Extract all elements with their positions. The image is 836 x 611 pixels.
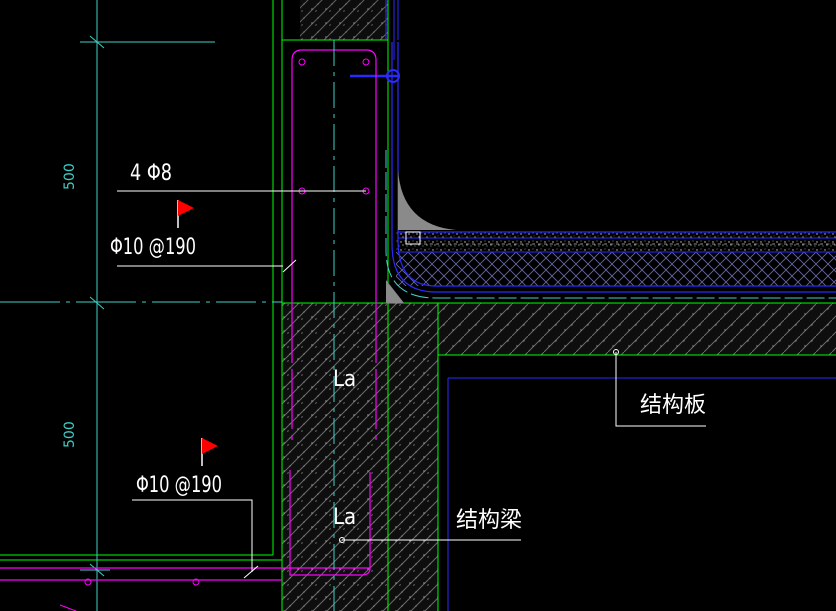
beam-leader-dot: [339, 537, 345, 543]
dimension-500-upper: 500: [62, 163, 78, 190]
dimension-500-lower: 500: [62, 421, 78, 448]
slab-label: 结构板: [640, 393, 706, 418]
beam-label: 结构梁: [456, 508, 522, 533]
rebar-spacing-label-lower: Φ10 @190: [136, 473, 222, 498]
rebar-spacing-label-upper: Φ10 @190: [110, 235, 196, 260]
slab-leader-dot: [613, 349, 619, 355]
waterproof-layers: [385, 42, 836, 299]
wall-upper-hatch: [300, 0, 388, 40]
inner-wall-outline: [397, 0, 836, 611]
structural-beam-section: [282, 303, 438, 611]
structural-slab-section: [438, 303, 836, 355]
anchor-length-label-upper: La: [333, 367, 356, 392]
dimension-lines: [0, 0, 282, 611]
anchor-length-label-lower: La: [333, 505, 356, 530]
red-flag-icon: [177, 200, 194, 228]
red-flag-icon: [201, 438, 218, 466]
fixing-anchor: [350, 0, 400, 83]
bottom-marks: [59, 604, 77, 611]
corner-fillet: [386, 170, 456, 303]
leader-lines: [117, 190, 706, 579]
stirrup-count-label: 4 Φ8: [130, 161, 172, 186]
